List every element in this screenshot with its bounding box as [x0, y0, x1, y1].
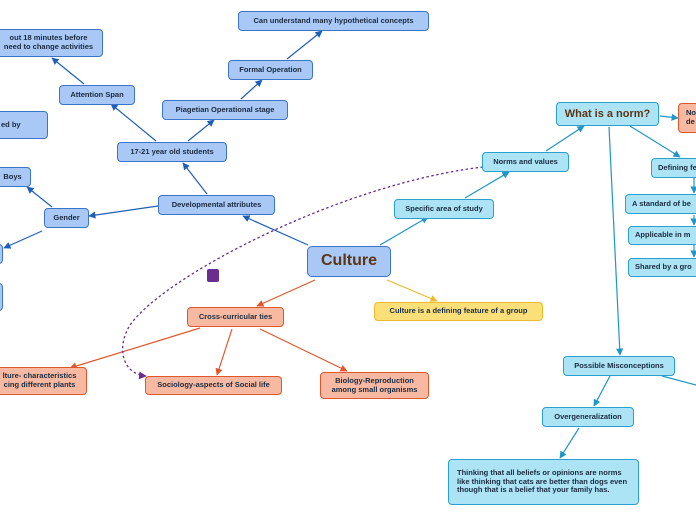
- node-age-range[interactable]: 17-21 year old students: [117, 142, 227, 162]
- node-hypothetical-concepts[interactable]: Can understand many hypothetical concept…: [238, 11, 429, 31]
- agriculture-line-2: cing different plants: [3, 380, 76, 389]
- edge-culture-developmental: [242, 215, 309, 246]
- node-left-stub[interactable]: [0, 283, 3, 311]
- edge-gender-left: [3, 230, 43, 249]
- edge-developmental-age: [182, 162, 208, 195]
- node-partial-left[interactable]: ed by: [0, 111, 48, 139]
- norm-side-line-1: No: [686, 108, 696, 118]
- node-gender[interactable]: Gender: [44, 208, 89, 228]
- node-agriculture[interactable]: lture- characteristics cing different pl…: [0, 367, 87, 395]
- node-attention-span[interactable]: Attention Span: [59, 85, 135, 105]
- edge-piaget-formal: [240, 79, 263, 100]
- node-gender-left-stub[interactable]: [0, 244, 3, 264]
- node-formal-operation[interactable]: Formal Operation: [228, 60, 313, 80]
- node-possible-misconceptions[interactable]: Possible Misconceptions: [563, 356, 675, 376]
- node-shared-group[interactable]: Shared by a gro: [628, 258, 696, 277]
- node-defining-feature[interactable]: Culture is a defining feature of a group: [374, 302, 543, 321]
- node-sociology[interactable]: Sociology-aspects of Social life: [145, 376, 282, 395]
- agriculture-line-1: lture- characteristics: [2, 371, 77, 381]
- node-overgeneralization[interactable]: Overgeneralization: [542, 407, 634, 427]
- edge-developmental-gender: [88, 205, 159, 219]
- node-standard-behavior[interactable]: A standard of be: [625, 194, 696, 214]
- edge-overgeneralization-example: [559, 427, 580, 459]
- node-boys[interactable]: Boys: [0, 167, 31, 187]
- node-norm-side[interactable]: No de: [678, 103, 696, 133]
- node-norms-values[interactable]: Norms and values: [482, 152, 569, 172]
- central-topic-culture[interactable]: Culture: [307, 246, 391, 277]
- edge-age-piaget: [187, 119, 215, 142]
- edge-question-misconceptions: [608, 126, 624, 356]
- attention-minutes-line-1: out 18 minutes before: [9, 33, 88, 43]
- node-defining-features[interactable]: Defining fe: [651, 158, 696, 178]
- edge-question-side: [659, 113, 679, 121]
- edge-crosscurricular-biology: [259, 328, 348, 372]
- relationship-dashed-line: [122, 166, 484, 380]
- edge-norms-question: [545, 125, 585, 152]
- relationship-marker[interactable]: [207, 269, 219, 282]
- node-biology[interactable]: Biology-Reproduction among small organis…: [320, 372, 429, 399]
- node-developmental-attributes[interactable]: Developmental attributes: [158, 195, 275, 215]
- node-what-is-norm[interactable]: What is a norm?: [556, 102, 659, 126]
- node-attention-minutes[interactable]: out 18 minutes before need to change act…: [0, 29, 103, 57]
- edge-crosscurricular-sociology: [215, 328, 233, 376]
- edge-culture-defining-feature: [386, 279, 438, 302]
- edge-formal-hypothetical: [286, 30, 323, 60]
- node-specific-area[interactable]: Specific area of study: [394, 199, 494, 219]
- edge-attention-minutes: [51, 57, 85, 85]
- edge-specific-norms: [464, 171, 510, 199]
- node-piagetian-stage[interactable]: Piagetian Operational stage: [162, 100, 288, 120]
- node-cross-curricular[interactable]: Cross-curricular ties: [187, 307, 284, 327]
- edge-gender-boys: [26, 186, 53, 208]
- edge-crosscurricular-agriculture: [69, 327, 201, 370]
- edge-culture-specific: [379, 216, 429, 246]
- node-overgeneralization-example[interactable]: Thinking that all beliefs or opinions ar…: [448, 459, 639, 505]
- biology-line-2: among small organisms: [331, 384, 418, 394]
- biology-line-1: Biology-Reproduction: [335, 375, 414, 385]
- attention-minutes-line-2: need to change activities: [3, 42, 94, 51]
- edge-culture-crosscurricular: [256, 279, 316, 307]
- edge-misconceptions-overgeneralization: [593, 375, 611, 407]
- edge-age-attention: [110, 103, 157, 142]
- node-applicable[interactable]: Applicable in m: [628, 226, 696, 245]
- edge-question-defining: [629, 125, 681, 158]
- norm-side-line-2: de: [686, 117, 695, 126]
- edge-misconceptions-right: [661, 375, 696, 386]
